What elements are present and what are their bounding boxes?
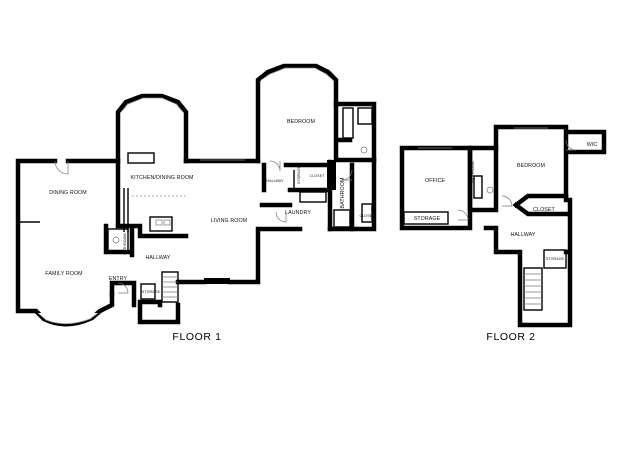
label-kitchen-dining-room: KITCHEN/DINING ROOM	[130, 175, 194, 181]
label-closet-bath: CLOSET	[359, 214, 375, 218]
floor-2-stairs	[523, 267, 543, 311]
vanity	[342, 107, 354, 139]
kitchen-bay-window	[120, 97, 184, 113]
label-bathroom-floor-2: BATHROOM	[471, 161, 475, 183]
bathroom-2-walls	[467, 145, 499, 213]
bedroom-bay-window	[260, 67, 334, 81]
chimney-block	[327, 160, 336, 190]
entry-walls	[109, 280, 181, 325]
office-storage	[403, 211, 449, 225]
label-laundry: LAUNDRY	[285, 210, 311, 216]
family-room-bay-window	[37, 312, 99, 325]
door-swing-6	[457, 209, 469, 221]
bedroom-bay-wall	[255, 63, 377, 232]
toilet-3	[486, 186, 494, 194]
cooktop-2	[163, 219, 171, 226]
label-bathroom-half: BATHROOM	[123, 233, 127, 255]
label-wic: WIC	[586, 142, 598, 148]
label-storage-hallway: STORAGE	[297, 165, 301, 185]
floor-1-title: FLOOR 1	[172, 331, 222, 343]
door-swing-7	[565, 139, 577, 151]
label-hallway-floor-2: HALLWAY	[510, 232, 536, 238]
cooktop	[155, 219, 163, 226]
fireplace	[204, 278, 230, 284]
floor-2-outline	[399, 124, 607, 328]
floor-1-plan	[15, 63, 377, 327]
door-swing-8	[501, 195, 513, 207]
kitchen-island	[149, 216, 173, 232]
label-storage-entry: STORAGE	[141, 290, 161, 294]
kitchen-counter	[127, 152, 155, 164]
door-swing-5	[275, 211, 287, 223]
door-swing-4	[341, 169, 353, 181]
master-bath-walls	[333, 101, 377, 163]
entry-storage	[140, 283, 156, 300]
label-family-room: FAMILY ROOM	[45, 271, 83, 277]
toilet-2	[360, 146, 368, 154]
label-dining-room: DINING ROOM	[49, 190, 87, 196]
door-swing-2	[269, 160, 281, 172]
laundry-bath-walls	[259, 159, 355, 232]
toilet-1	[112, 236, 120, 244]
floor-2-title: FLOOR 2	[486, 331, 536, 343]
laundry-machines	[299, 191, 327, 203]
label-bedroom-floor-2: BEDROOM	[516, 163, 546, 169]
shower	[357, 107, 373, 125]
stair-treads	[162, 276, 178, 298]
bath-2-vanity	[473, 175, 483, 199]
bath-tub	[333, 209, 351, 228]
label-closet-floor-2: CLOSET	[533, 207, 555, 213]
closet-walls	[512, 193, 569, 217]
floor-2-storage	[543, 249, 567, 269]
floor-2-stair-treads	[524, 273, 542, 305]
floor-2-plan	[399, 124, 607, 328]
label-hallway-floor-1: HALLWAY	[145, 255, 171, 261]
kitchen-bay-wall	[115, 93, 189, 164]
label-entry: ENTRY	[108, 276, 128, 282]
label-living-room: LIVING ROOM	[210, 218, 248, 224]
floor-1-west-wing-wall	[15, 158, 121, 327]
door-swing-3	[117, 282, 129, 294]
label-bedroom-floor-1: BEDROOM	[286, 119, 316, 125]
door-swing-1	[54, 160, 69, 175]
label-closet-floor-1: CLOSET	[309, 174, 325, 178]
label-office: OFFICE	[424, 178, 446, 184]
half-bath	[107, 228, 129, 252]
bath-linen	[361, 203, 373, 223]
label-bathroom-floor-1: BATHROOM	[340, 177, 346, 209]
floor-1-south-wall	[103, 223, 303, 285]
label-storage-office: STORAGE	[413, 216, 441, 222]
label-storage-floor-2: STORAGE	[545, 257, 565, 261]
label-hallway-small: HALLWAY	[266, 179, 284, 183]
